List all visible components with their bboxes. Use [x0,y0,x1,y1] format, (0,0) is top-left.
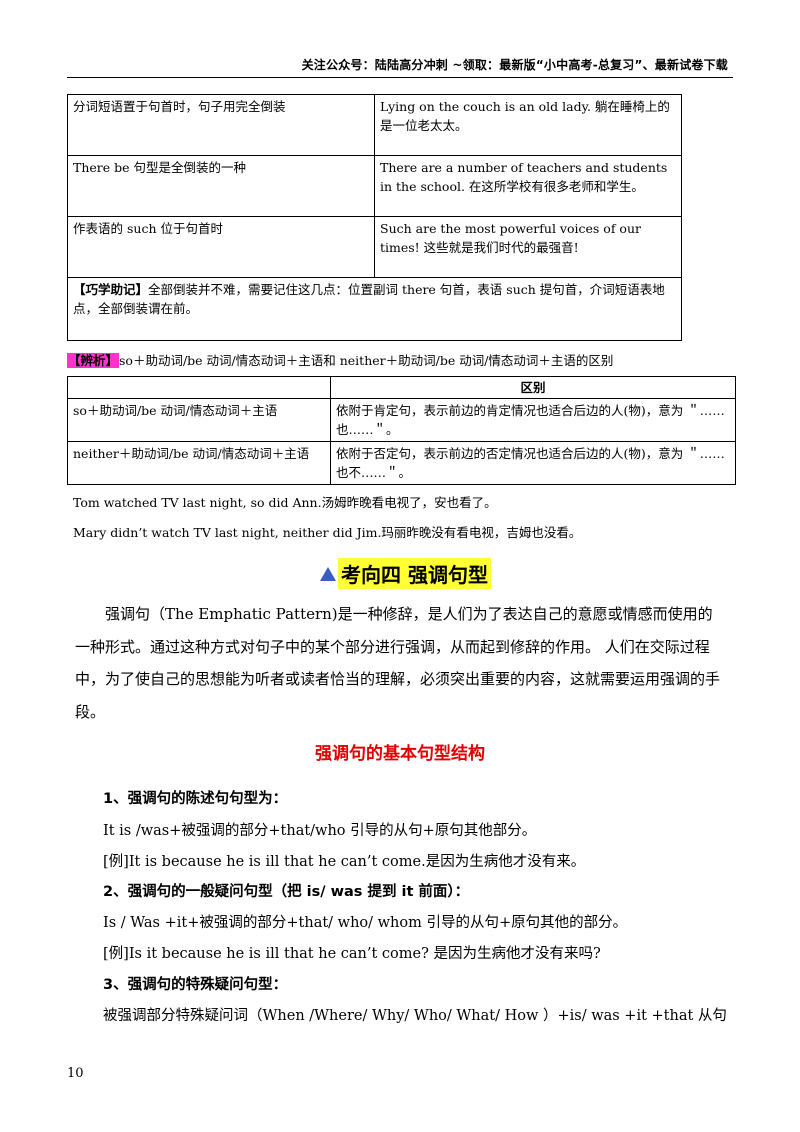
page-header: 关注公众号：陆陆高分冲刺 ~领取：最新版“小中高考-总复习”、最新试卷下载 [301,58,728,72]
table-row: There be 句型是全倒装的一种 There are a number of… [67,155,682,217]
table-row: so＋助动词/be 动词/情态动词＋主语 依附于肯定句，表示前边的肯定情况也适合… [67,398,736,442]
table-cell: 分词短语置于句首时，句子用完全倒装 [67,94,375,156]
triangle-icon [320,566,336,581]
so-neither-table: 区别 so＋助动词/be 动词/情态动词＋主语 依附于肯定句，表示前边的肯定情况… [67,376,736,485]
subsection-title: 强调句的基本句型结构 [315,744,485,764]
table-row: 作表语的 such 位于句首时 Such are the most powerf… [67,216,682,278]
inversion-table: 分词短语置于句首时，句子用完全倒装 Lying on the couch is … [67,94,682,341]
rule-text: Is / Was +it+被强调的部分+that/ who/ whom 引导的从… [103,915,628,931]
memory-tip-cell: 【巧学助记】全部倒装并不难，需要记住这几点：位置副词 there 句首，表语 s… [67,277,682,341]
table-row: 【巧学助记】全部倒装并不难，需要记住这几点：位置副词 there 句首，表语 s… [67,277,682,341]
section-title: 考向四 强调句型 [320,558,491,589]
table-cell: so＋助动词/be 动词/情态动词＋主语 [67,398,331,442]
rule-text: 被强调部分特殊疑问词（When /Where/ Why/ Who/ What/ … [103,1008,727,1024]
distinction-line: 【辨析】so＋助动词/be 动词/情态动词＋主语和 neither＋助动词/be… [67,350,613,369]
rule-heading: 2、强调句的一般疑问句型（把 is/ was 提到 it 前面）： [103,884,470,900]
rule-example: [例]It is because he is ill that he can’t… [103,854,586,870]
rule-text: It is /was+被强调的部分+that/who 引导的从句+原句其他部分。 [103,823,537,839]
rule-heading: 1、强调句的陈述句句型为： [103,791,288,807]
rule-heading: 3、强调句的特殊疑问句型： [103,977,288,993]
table-cell: 依附于否定句，表示前边的否定情况也适合后边的人(物)，意为 ＂……也不……＂。 [330,441,736,485]
table-header-cell: 区别 [330,376,736,399]
page-number: 10 [67,1066,84,1081]
example-sentence: Tom watched TV last night, so did Ann.汤姆… [73,495,497,510]
table-header-cell [67,376,331,399]
header-rule [67,77,733,78]
table-row: 分词短语置于句首时，句子用完全倒装 Lying on the couch is … [67,94,682,156]
table-cell: 作表语的 such 位于句首时 [67,216,375,278]
distinction-text: so＋助动词/be 动词/情态动词＋主语和 neither＋助动词/be 动词/… [119,353,614,368]
rule-example: [例]Is it because he is ill that he can’t… [103,946,601,962]
table-row: neither＋助动词/be 动词/情态动词＋主语 依附于否定句，表示前边的否定… [67,441,736,485]
table-cell: There be 句型是全倒装的一种 [67,155,375,217]
table-cell: Such are the most powerful voices of our… [374,216,682,278]
intro-paragraph: 强调句（The Emphatic Pattern)是一种修辞，是人们为了表达自己… [75,605,721,721]
memory-tip-label: 【巧学助记】 [73,282,149,297]
table-cell: Lying on the couch is an old lady. 躺在睡椅上… [374,94,682,156]
table-cell: 依附于肯定句，表示前边的肯定情况也适合后边的人(物)，意为 ＂……也……＂。 [330,398,736,442]
section-title-text: 考向四 强调句型 [338,558,491,589]
example-sentence: Mary didn’t watch TV last night, neither… [73,525,582,540]
table-cell: There are a number of teachers and stude… [374,155,682,217]
distinction-tag: 【辨析】 [67,353,120,368]
table-header-row: 区别 [67,376,736,399]
table-cell: neither＋助动词/be 动词/情态动词＋主语 [67,441,331,485]
memory-tip-text: 全部倒装并不难，需要记住这几点：位置副词 there 句首，表语 such 提句… [73,282,665,316]
